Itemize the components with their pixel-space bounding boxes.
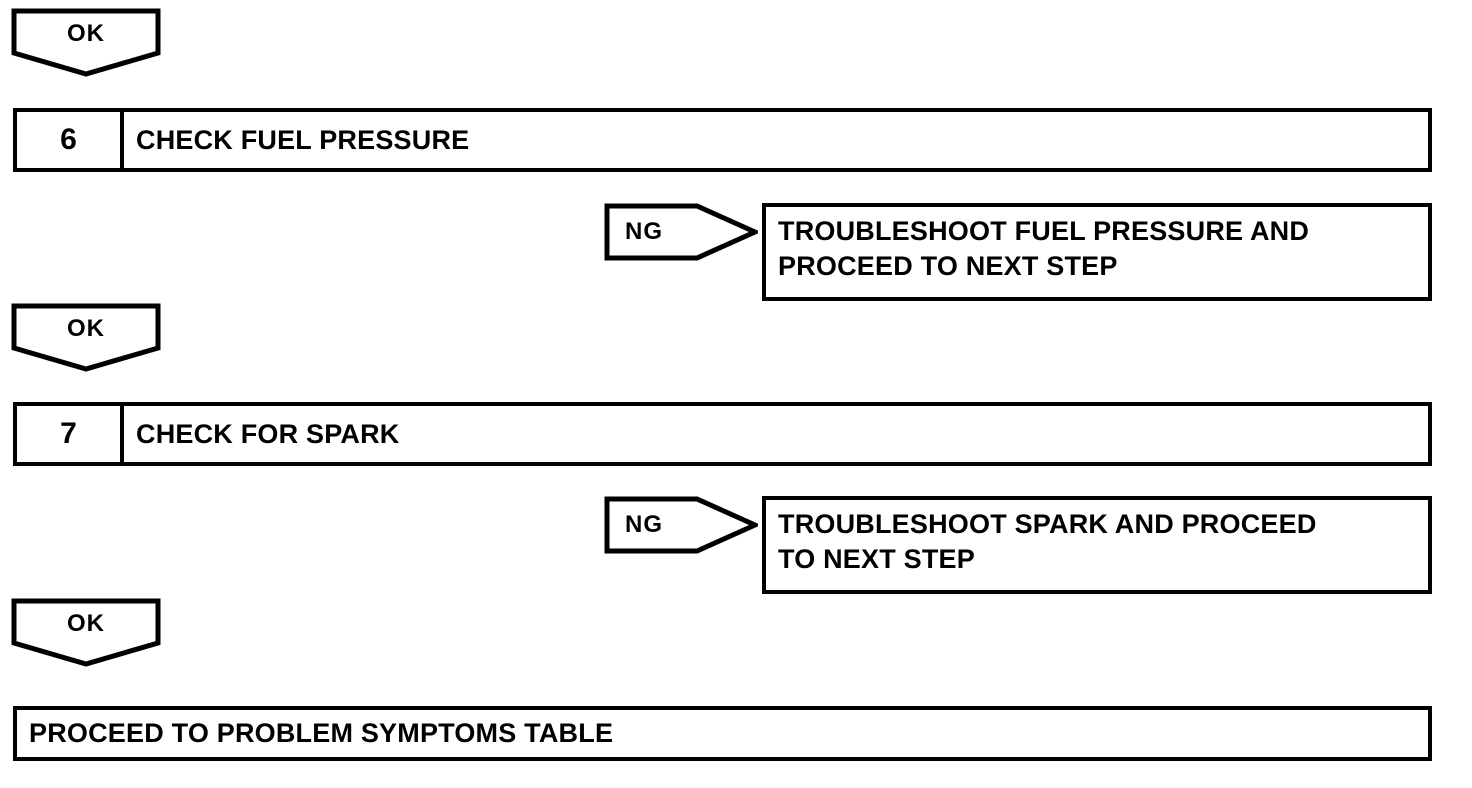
ok-connector-2: OK — [11, 303, 161, 373]
action-box-fuel-pressure-line-1: TROUBLESHOOT FUEL PRESSURE AND — [778, 216, 1310, 246]
step-7-number: 7 — [17, 406, 124, 462]
action-box-spark-line-2: TO NEXT STEP — [778, 544, 975, 575]
action-box-spark[interactable]: TROUBLESHOOT SPARK AND PROCEED TO NEXT S… — [762, 496, 1432, 594]
final-outcome-text: PROCEED TO PROBLEM SYMPTOMS TABLE — [29, 718, 614, 748]
step-row-7[interactable]: 7 CHECK FOR SPARK — [13, 402, 1432, 466]
ok-pentagon-icon — [11, 303, 161, 372]
ng-connector-1: NG — [604, 203, 758, 261]
ng-arrow-icon — [604, 203, 758, 261]
ng-arrow-icon — [604, 496, 758, 554]
action-box-spark-line-1: TROUBLESHOOT SPARK AND PROCEED — [778, 509, 1317, 539]
ok-connector-3: OK — [11, 598, 161, 668]
ok-connector-1: OK — [11, 8, 161, 78]
ok-connector-1-label: OK — [67, 20, 105, 47]
final-outcome-box[interactable]: PROCEED TO PROBLEM SYMPTOMS TABLE — [13, 706, 1432, 761]
action-box-fuel-pressure-line-2: PROCEED TO NEXT STEP — [778, 251, 1118, 282]
step-6-title: CHECK FUEL PRESSURE — [136, 124, 470, 155]
ng-connector-2: NG — [604, 496, 758, 554]
ok-connector-2-label: OK — [67, 315, 105, 342]
ng-connector-1-label: NG — [625, 218, 663, 245]
step-row-6[interactable]: 6 CHECK FUEL PRESSURE — [13, 108, 1432, 172]
ng-connector-2-label: NG — [625, 511, 663, 538]
ok-pentagon-icon — [11, 598, 161, 667]
ok-connector-3-label: OK — [67, 610, 105, 637]
step-6-number: 6 — [17, 112, 124, 168]
step-7-title: CHECK FOR SPARK — [136, 418, 400, 449]
action-box-fuel-pressure[interactable]: TROUBLESHOOT FUEL PRESSURE AND PROCEED T… — [762, 203, 1432, 301]
ok-pentagon-icon — [11, 8, 161, 77]
